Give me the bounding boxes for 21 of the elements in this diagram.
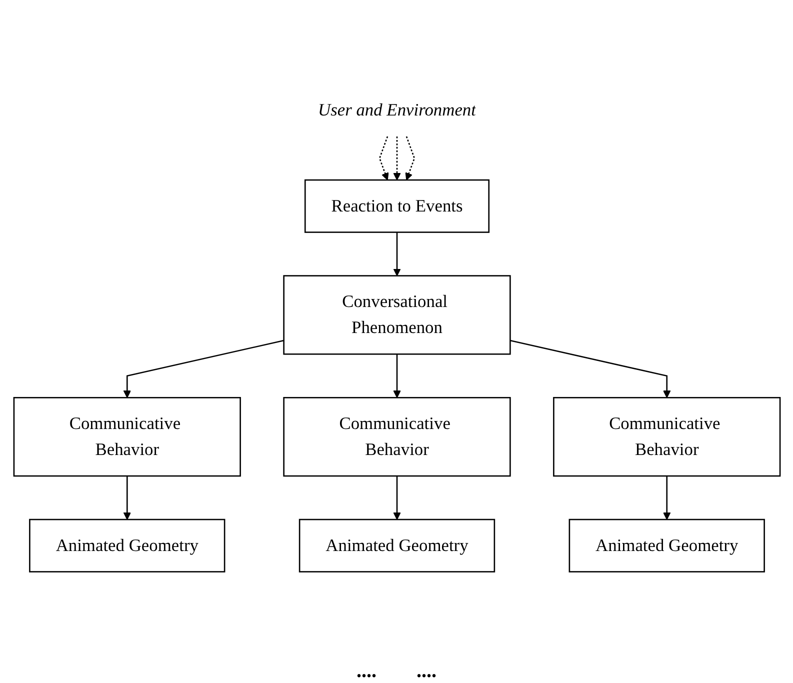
arrow: [122, 340, 284, 398]
node-box: Communicative Behavior: [552, 397, 780, 477]
arrow: [392, 232, 400, 276]
node-box: Animated Geometry: [298, 518, 495, 572]
arrow: [392, 136, 400, 180]
ellipsis-mark: ....: [416, 660, 436, 683]
arrow: [392, 476, 400, 520]
arrow: [662, 476, 670, 520]
node-box: Reaction to Events: [304, 179, 490, 233]
node-box: Conversational Phenomenon: [282, 275, 510, 355]
arrow: [122, 476, 130, 520]
node-text: User and Environment: [318, 100, 476, 120]
arrow: [392, 354, 400, 398]
node-box: Communicative Behavior: [12, 397, 240, 477]
arrow: [378, 136, 388, 180]
node-box: Animated Geometry: [28, 518, 225, 572]
arrow: [510, 340, 670, 398]
arrow: [404, 136, 415, 180]
node-box: Communicative Behavior: [282, 397, 510, 477]
node-box: Animated Geometry: [568, 518, 764, 572]
ellipsis-mark: ....: [356, 660, 376, 683]
